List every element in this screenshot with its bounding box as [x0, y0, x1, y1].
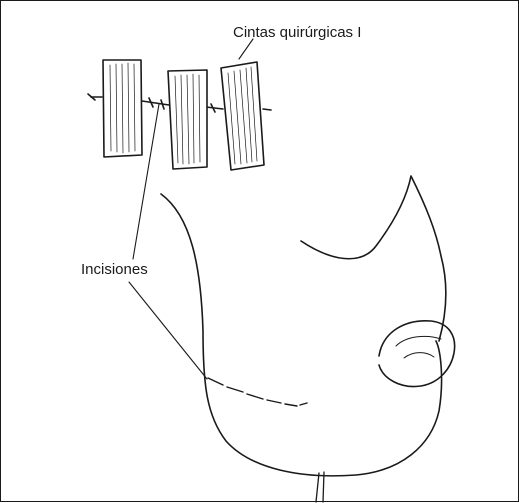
surgical-strip-3: [221, 62, 264, 170]
scrotum-outline: [161, 194, 442, 476]
scrotum-base: [316, 472, 324, 502]
leader-line-incisions-lower: [129, 282, 207, 379]
penis-outline: [301, 176, 446, 341]
label-surgical-strips: Cintas quirúrgicas I: [233, 25, 361, 40]
surgical-strip-2: [168, 70, 207, 169]
label-incisions: Incisiones: [81, 262, 148, 277]
surgical-strip-1: [103, 60, 142, 157]
glans-detail: [396, 336, 441, 358]
glans: [379, 321, 455, 387]
leader-line-strips: [239, 39, 253, 59]
incision-scar: [208, 378, 307, 406]
